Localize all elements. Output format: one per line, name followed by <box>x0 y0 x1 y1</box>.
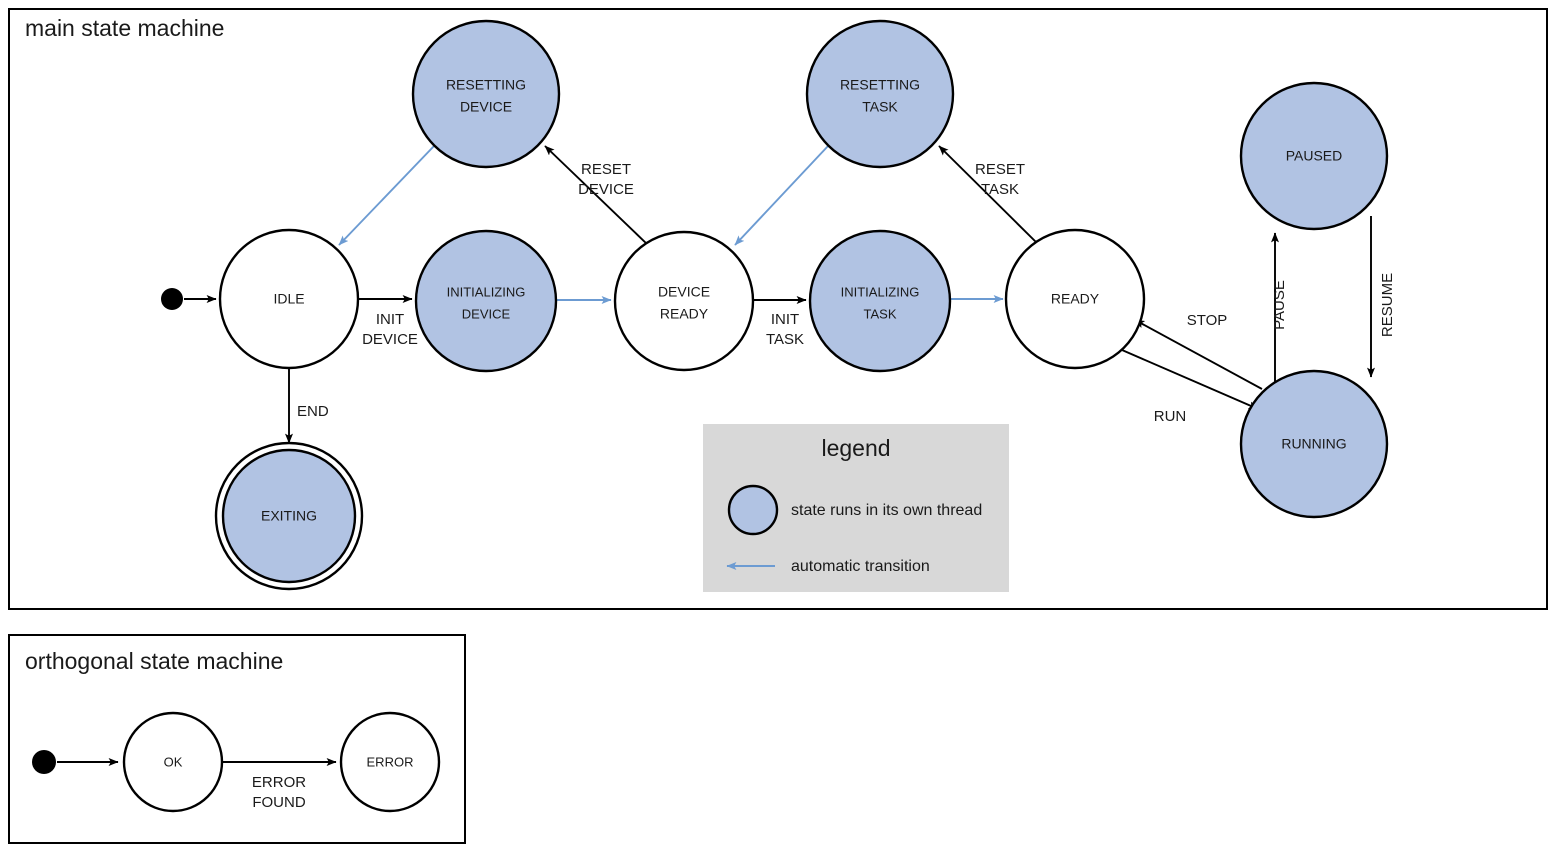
state-exiting[interactable]: EXITING <box>214 441 364 591</box>
state-error[interactable]: ERROR <box>339 711 441 813</box>
state-initializing-task[interactable]: INITIALIZING TASK <box>808 229 952 373</box>
legend: legend state runs in its own thread auto… <box>703 424 1009 592</box>
state-ok[interactable]: OK <box>122 711 224 813</box>
state-error-label: ERROR <box>367 754 414 769</box>
state-ok-label: OK <box>164 754 183 769</box>
label-run: RUN <box>1154 408 1187 425</box>
transition-resetting-task-device-ready[interactable] <box>734 145 829 246</box>
state-initializing-device-circle[interactable] <box>414 229 558 373</box>
state-running[interactable]: RUNNING <box>1239 369 1389 519</box>
state-ok-circle[interactable] <box>122 711 224 813</box>
label-init-task-line1: INIT <box>771 311 799 328</box>
label-error-found-line2: FOUND <box>252 794 305 811</box>
transition-ready-resetting-task[interactable] <box>938 145 1040 246</box>
transition-ready-running[interactable] <box>1121 349 1259 410</box>
transition-resetting-device-idle[interactable] <box>338 145 435 246</box>
state-paused-circle[interactable] <box>1239 81 1389 231</box>
main-transitions <box>184 145 1375 444</box>
orthogonal-states: OK ERROR <box>32 711 441 813</box>
state-idle[interactable]: IDLE <box>218 228 360 370</box>
state-resetting-device-label-line2: DEVICE <box>460 99 512 115</box>
state-initializing-device[interactable]: INITIALIZING DEVICE <box>414 229 558 373</box>
state-initializing-task-label-line2: TASK <box>864 306 897 321</box>
state-initializing-device-label-line1: INITIALIZING <box>447 284 526 299</box>
state-resetting-device-label-line1: RESETTING <box>446 77 526 93</box>
state-ready-circle[interactable] <box>1004 228 1146 370</box>
initial-pseudostate-orthogonal <box>32 750 56 774</box>
transition-device-ready-resetting-device[interactable] <box>544 145 649 246</box>
state-exiting-label: EXITING <box>261 508 317 524</box>
orthogonal-frame-title: orthogonal state machine <box>25 648 283 674</box>
state-running-circle[interactable] <box>1239 369 1389 519</box>
label-resume: RESUME <box>1379 273 1396 337</box>
state-ready-label: READY <box>1051 291 1100 307</box>
state-device-ready-label-line1: DEVICE <box>658 284 710 300</box>
main-transition-labels: INIT DEVICE INIT TASK RESET DEVICE RESET… <box>297 161 1396 425</box>
state-ready[interactable]: READY <box>1004 228 1146 370</box>
label-error-found-line1: ERROR <box>252 774 306 791</box>
state-device-ready-label-line2: READY <box>660 306 709 322</box>
state-exiting-circle[interactable] <box>221 448 357 584</box>
label-init-task-line2: TASK <box>766 331 804 348</box>
state-initializing-task-label-line1: INITIALIZING <box>841 284 920 299</box>
state-initializing-task-circle[interactable] <box>808 229 952 373</box>
state-idle-label: IDLE <box>273 291 304 307</box>
main-states: IDLE RESETTING DEVICE INITIALIZING DEVIC… <box>161 19 1389 591</box>
state-paused-label: PAUSED <box>1286 148 1343 164</box>
state-running-label: RUNNING <box>1281 436 1346 452</box>
state-device-ready-circle[interactable] <box>613 230 755 372</box>
legend-thread-state-text: state runs in its own thread <box>791 502 982 519</box>
label-reset-device-line2: DEVICE <box>578 181 634 198</box>
state-resetting-task[interactable]: RESETTING TASK <box>805 19 955 169</box>
legend-title: legend <box>821 435 890 461</box>
label-end: END <box>297 403 329 420</box>
state-resetting-task-circle[interactable] <box>805 19 955 169</box>
state-resetting-task-label-line2: TASK <box>862 99 898 115</box>
initial-pseudostate-main <box>161 288 183 310</box>
label-init-device-line1: INIT <box>376 311 404 328</box>
label-init-device-line2: DEVICE <box>362 331 418 348</box>
label-reset-device-line1: RESET <box>581 161 631 178</box>
state-idle-circle[interactable] <box>218 228 360 370</box>
orthogonal-transition-labels: ERROR FOUND <box>252 774 306 811</box>
label-stop: STOP <box>1187 312 1228 329</box>
state-resetting-device[interactable]: RESETTING DEVICE <box>411 19 561 169</box>
label-pause: PAUSE <box>1271 280 1288 330</box>
legend-auto-transition-text: automatic transition <box>791 558 930 575</box>
state-resetting-device-circle[interactable] <box>411 19 561 169</box>
state-device-ready[interactable]: DEVICE READY <box>613 230 755 372</box>
label-reset-task-line2: TASK <box>981 181 1019 198</box>
state-resetting-task-label-line1: RESETTING <box>840 77 920 93</box>
main-frame-title: main state machine <box>25 15 224 41</box>
label-reset-task-line1: RESET <box>975 161 1025 178</box>
state-paused[interactable]: PAUSED <box>1239 81 1389 231</box>
transition-running-ready[interactable] <box>1134 319 1263 390</box>
legend-thread-state-swatch <box>727 484 779 536</box>
state-error-circle[interactable] <box>339 711 441 813</box>
state-initializing-device-label-line2: DEVICE <box>462 306 511 321</box>
